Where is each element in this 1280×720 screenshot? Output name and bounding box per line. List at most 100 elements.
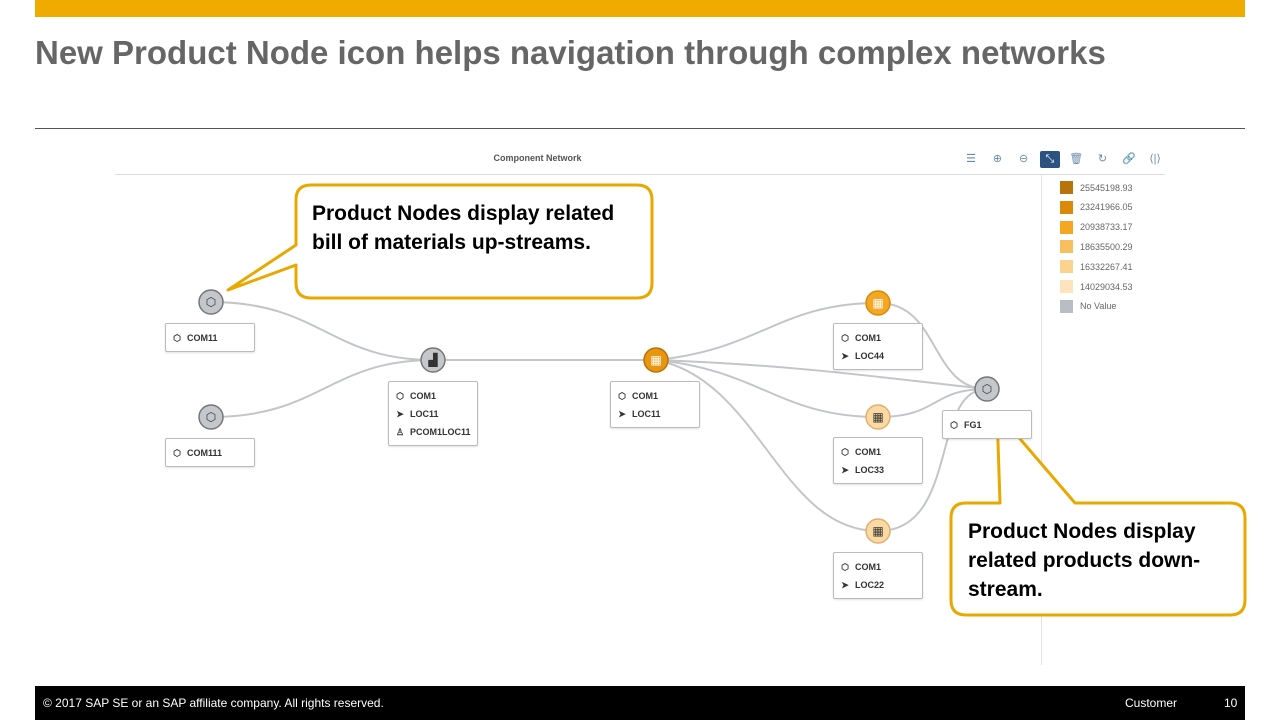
top-accent-bar [35,0,1245,17]
callout-upstream-text: Product Nodes display related bill of ma… [312,202,615,254]
edge [210,301,434,361]
legend-label: No Value [1080,301,1117,312]
link-icon[interactable]: 🔗 [1121,153,1136,165]
cube-icon: ⬡ [173,333,181,343]
legend-item: 18635500.29 [1060,240,1133,254]
cube-icon: ⬡ [950,420,958,430]
slide-title: New Product Node icon helps navigation t… [35,34,1106,71]
cube-icon: ⬡ [618,391,626,401]
location-arrow-icon: ➤ [396,409,404,419]
list-icon[interactable]: ☰ [966,153,976,165]
trash-icon[interactable]: 🗑 [1069,153,1084,165]
zoom-out-icon[interactable]: ⊖ [1018,153,1029,165]
panel-header-divider [115,174,1165,175]
legend-label: 23241966.05 [1080,202,1133,213]
legend-label: 25545198.93 [1080,182,1133,193]
classification: Customer [1125,696,1178,710]
location-arrow-icon: ➤ [841,351,849,361]
edge [655,359,879,532]
legend-label: 16332267.41 [1080,261,1133,272]
cube-icon: ⬡ [206,410,216,424]
node-card-resource[interactable]: ⬡COM1 ➤LOC11 ♙PCOM1LOC11 [388,381,478,446]
legend-swatch [1060,299,1073,313]
collapse-icon[interactable]: ⤡ [1039,151,1060,168]
location-label: LOC11 [632,409,661,419]
product-label: FG1 [964,420,982,430]
cube-icon: ⬡ [206,295,216,309]
building-icon: ▦ [650,353,661,367]
panel-title: Component Network [493,153,582,163]
building-icon: ▦ [872,410,883,424]
edge [877,302,988,390]
legend-swatch [1060,280,1073,293]
callout-downstream-bubble [949,410,1247,617]
location-arrow-icon: ➤ [841,580,849,590]
node-card-com111[interactable]: ⬡ COM111 [165,438,255,467]
location-node-loc33 [865,404,891,430]
resource-icon: ♙ [395,427,405,437]
product-label: COM111 [187,448,223,458]
edge [877,388,988,532]
legend-label: 18635500.29 [1080,241,1133,252]
location-node-loc44 [865,290,891,316]
refresh-icon[interactable]: ↻ [1097,153,1108,165]
node-card-loc11[interactable]: ⬡ COM1 ➤ LOC11 [610,381,700,428]
legend-label: 20938733.17 [1080,222,1133,233]
split-icon[interactable]: ⟨|⟩ [1149,153,1161,165]
product-label: COM1 [632,391,659,401]
location-arrow-icon: ➤ [841,465,849,475]
copyright: © 2017 SAP SE or an SAP affiliate compan… [43,696,384,710]
product-node-fg1 [974,376,1000,402]
legend-item: 14029034.53 [1060,280,1133,293]
legend-swatch [1060,220,1073,234]
edge [655,359,988,390]
node-card-fg1[interactable]: ⬡ FG1 [942,410,1032,439]
location-node-loc11 [643,347,669,373]
edge [877,388,988,418]
factory-icon: ▟ [427,352,438,367]
title-divider [35,128,1245,129]
product-label: COM1 [855,333,882,343]
product-label: COM1 [410,391,437,401]
legend-item: 16332267.41 [1060,260,1133,274]
resource-label: PCOM1LOC11 [410,427,471,437]
location-arrow-icon: ➤ [618,409,626,419]
zoom-in-icon[interactable]: ⊕ [992,153,1002,165]
legend-swatch [1060,181,1073,194]
location-label: LOC22 [855,580,885,590]
product-label: COM11 [187,333,218,343]
cube-icon: ⬡ [173,448,181,458]
legend-item: No Value [1060,299,1117,313]
product-label: COM1 [855,562,882,572]
product-node-com11 [198,289,224,315]
legend-item: 25545198.93 [1060,181,1133,194]
page-number: 10 [1224,696,1238,710]
cube-icon: ⬡ [841,333,849,343]
product-label: COM1 [855,447,882,457]
legend-item: 23241966.05 [1060,200,1133,214]
node-card-loc44[interactable]: ⬡ COM1 ➤ LOC44 [833,323,923,370]
legend-divider [1041,175,1042,665]
callout-downstream-text: Product Nodes display related products d… [968,520,1201,601]
product-node-com111 [198,404,224,430]
edge [655,302,879,361]
node-card-loc22[interactable]: ⬡ COM1 ➤ LOC22 [833,552,923,599]
building-icon: ▦ [872,524,883,538]
location-label: LOC44 [855,351,885,361]
location-label: LOC11 [410,409,439,419]
cube-icon: ⬡ [841,562,849,572]
node-card-com11[interactable]: ⬡ COM11 [165,323,255,352]
resource-node [420,347,446,373]
legend-swatch [1060,240,1073,254]
legend-swatch [1060,200,1073,214]
cube-icon: ⬡ [841,447,849,457]
location-node-loc22 [865,518,891,544]
location-label: LOC33 [855,465,885,475]
node-card-loc33[interactable]: ⬡ COM1 ➤ LOC33 [833,437,923,484]
edge [210,359,434,418]
legend-item: 20938733.17 [1060,220,1133,234]
legend-swatch [1060,260,1073,274]
edge [655,359,879,418]
cube-icon: ⬡ [982,382,992,396]
